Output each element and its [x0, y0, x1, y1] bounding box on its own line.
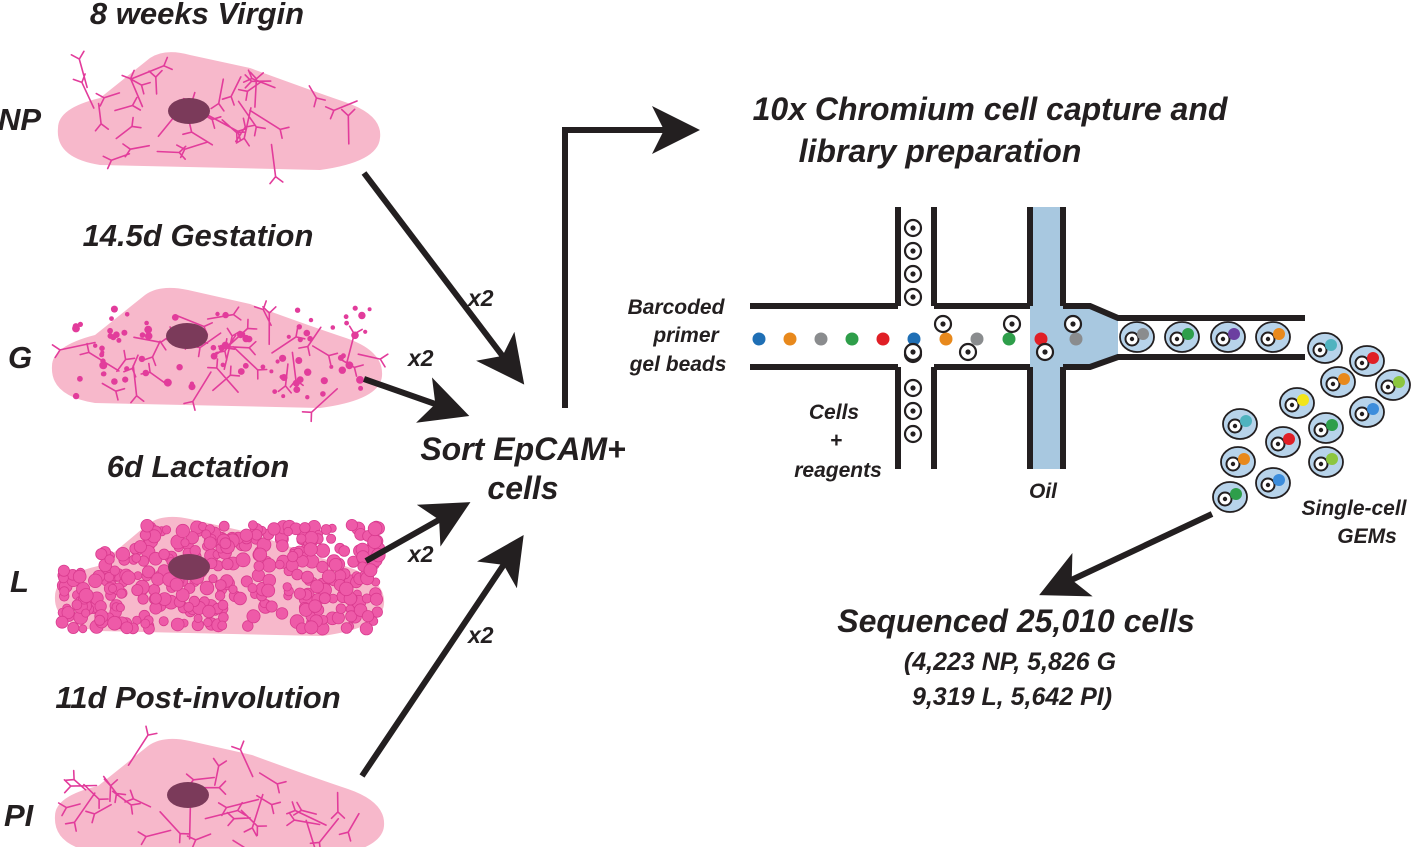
arrow-pi-to-sort — [359, 535, 524, 778]
gem-droplet — [1255, 321, 1291, 353]
gem-droplet — [1222, 408, 1258, 440]
gem-droplet — [1279, 387, 1315, 419]
oil-label: Oil — [1029, 480, 1058, 503]
replicate-label-l: x2 — [406, 541, 434, 567]
cells-label-line3: reagents — [794, 459, 882, 482]
gel-bead — [1034, 332, 1048, 346]
gems — [1119, 321, 1411, 513]
stage-code-np: NP — [0, 102, 41, 137]
gel-bead — [876, 332, 890, 346]
gems-label-line1: Single-cell — [1301, 497, 1407, 520]
duct-branches — [57, 725, 360, 847]
result-title: Sequenced 25,010 cells — [837, 603, 1195, 639]
gems-label-line2: GEMs — [1337, 525, 1397, 548]
gel-bead — [845, 332, 859, 346]
gel-beads — [752, 332, 1083, 346]
gel-bead — [939, 332, 953, 346]
tissue-post-involution-gland — [54, 725, 385, 847]
gel-bead — [1069, 332, 1083, 346]
result-line3: 9,319 L, 5,642 PI) — [912, 683, 1112, 711]
cells-label-line1: Cells — [809, 401, 859, 424]
gem-droplet — [1164, 321, 1200, 353]
arrow-l-to-sort — [364, 502, 471, 564]
cells — [903, 218, 1083, 444]
chromium-label-line2: library preparation — [799, 133, 1082, 169]
stage-code-l: L — [10, 564, 29, 599]
gel-bead — [907, 332, 921, 346]
gem-droplet — [1265, 426, 1301, 458]
arrow-sort-to-chromium — [562, 106, 700, 408]
stage-code-g: G — [8, 340, 32, 375]
gem-droplet — [1255, 467, 1291, 499]
nucleus-icon — [168, 554, 210, 580]
gem-droplet — [1320, 366, 1356, 398]
gem-droplet — [1212, 481, 1248, 513]
tissue-gestation-gland — [51, 287, 389, 423]
arrow-gems-to-sequencing — [1039, 511, 1214, 597]
sort-label-line2: cells — [487, 470, 558, 506]
cell-icon — [903, 287, 923, 307]
replicate-label-np: x2 — [466, 285, 494, 311]
replicate-label-pi: x2 — [466, 622, 494, 648]
gem-droplet — [1220, 446, 1256, 478]
cell-icon — [958, 342, 978, 362]
gem-droplet — [1308, 412, 1344, 444]
gel-bead — [783, 332, 797, 346]
cell-icon — [933, 314, 953, 334]
microfluidic-chip — [750, 207, 1305, 469]
cells-label-line2: + — [830, 429, 842, 452]
sort-label-line1: Sort EpCAM+ — [420, 431, 625, 467]
gem-droplet — [1349, 396, 1385, 428]
replicate-label-g: x2 — [406, 345, 434, 371]
cell-icon — [1035, 342, 1055, 362]
gem-droplet — [1307, 332, 1343, 364]
arrow-g-to-sort — [363, 376, 470, 423]
cell-icon — [903, 218, 923, 238]
beads-label-line2: primer — [652, 324, 720, 347]
gel-bead — [970, 332, 984, 346]
stage-title-virgin: 8 weeks Virgin — [90, 0, 304, 31]
gem-droplet — [1308, 446, 1344, 478]
nucleus-icon — [168, 98, 210, 124]
nucleus-icon — [166, 323, 208, 349]
beads-label-line3: gel beads — [629, 353, 727, 376]
cell-icon — [903, 378, 923, 398]
tissue-lactation-gland — [54, 516, 386, 636]
beads-label-line1: Barcoded — [628, 296, 726, 319]
cell-icon — [1063, 314, 1083, 334]
gel-bead — [814, 332, 828, 346]
cell-icon — [903, 342, 923, 362]
stage-title-gestation: 14.5d Gestation — [83, 218, 314, 253]
nucleus-icon — [167, 782, 209, 808]
chromium-label-line1: 10x Chromium cell capture and — [753, 91, 1229, 127]
gel-bead — [1002, 332, 1016, 346]
stage-title-lactation: 6d Lactation — [107, 449, 290, 484]
tissue-virgin-gland — [57, 50, 381, 185]
cell-icon — [1002, 314, 1022, 334]
gem-droplet — [1375, 369, 1411, 401]
cell-icon — [903, 264, 923, 284]
cell-icon — [903, 401, 923, 421]
channel-walls — [750, 207, 1305, 469]
gem-droplet — [1349, 345, 1385, 377]
gem-droplet — [1119, 321, 1155, 353]
stage-code-pi: PI — [4, 798, 35, 833]
stage-title-post-involution: 11d Post-involution — [55, 680, 340, 715]
result-line2: (4,223 NP, 5,826 G — [904, 648, 1116, 676]
cell-icon — [903, 241, 923, 261]
arrow-np-to-sort — [361, 171, 525, 385]
cell-icon — [903, 424, 923, 444]
gem-droplet — [1210, 321, 1246, 353]
gel-bead — [752, 332, 766, 346]
alveoli-clusters — [72, 305, 372, 400]
